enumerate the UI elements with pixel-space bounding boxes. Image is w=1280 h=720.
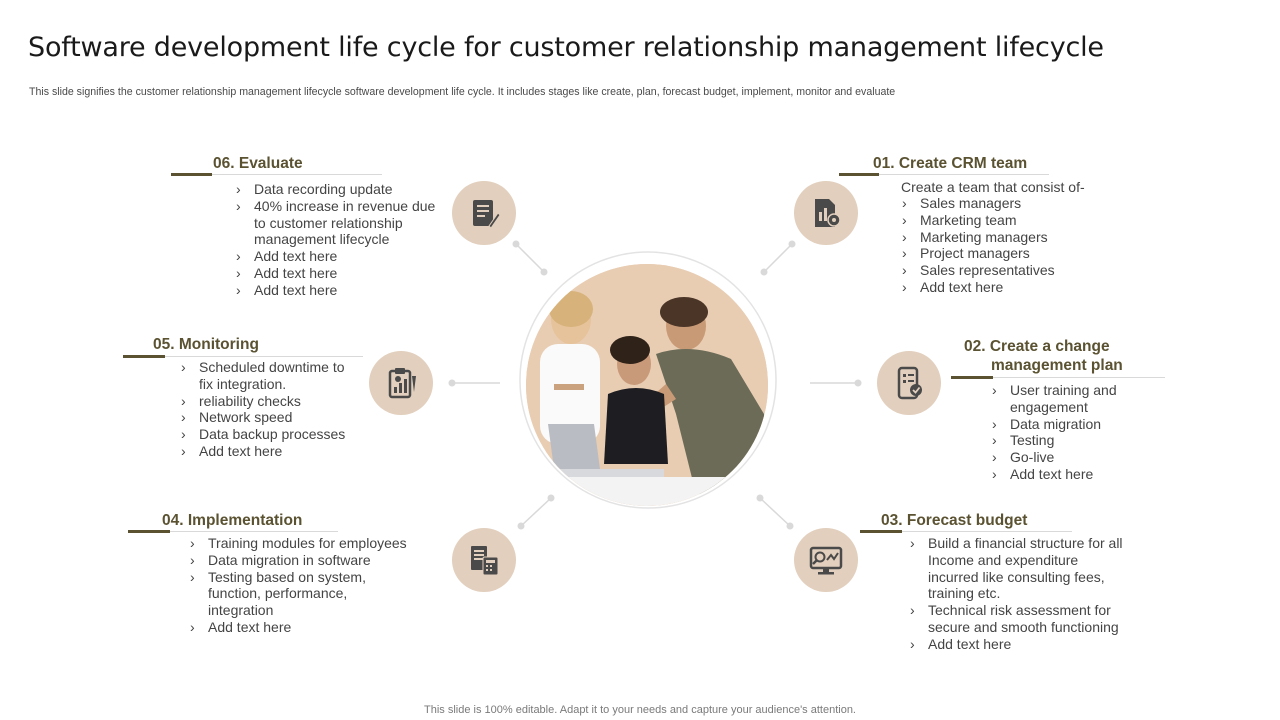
spoke-03 — [759, 497, 791, 527]
stage-06-divider — [212, 174, 382, 175]
stage-05-list: Scheduled downtime to fix integration. r… — [179, 359, 359, 460]
stage-02-heading: 02. Create a change management plan — [964, 337, 1123, 375]
stage-02-accent-line — [951, 376, 993, 379]
slide-footer-note: This slide is 100% editable. Adapt it to… — [424, 704, 856, 716]
stage-01-accent-line — [839, 173, 879, 176]
stage-01-list: Sales managers Marketing team Marketing … — [900, 195, 1100, 296]
report-pen-icon — [452, 181, 516, 245]
list-item: Add text here — [234, 248, 449, 265]
stage-05-divider — [165, 356, 363, 357]
list-item: Data backup processes — [179, 426, 359, 443]
stage-01-divider — [879, 174, 1049, 175]
list-item: Data recording update — [234, 181, 449, 198]
stage-06-accent-line — [171, 173, 212, 176]
spoke-04 — [520, 497, 552, 527]
stage-02-list: User training and engagement Data migrat… — [990, 382, 1150, 483]
list-item: Marketing managers — [900, 229, 1100, 246]
list-item: Add text here — [188, 619, 428, 636]
spoke-dot — [512, 240, 520, 248]
list-item: Data migration — [990, 416, 1150, 433]
list-item: Sales managers — [900, 195, 1100, 212]
spoke-dot — [788, 240, 796, 248]
list-item: Go-live — [990, 449, 1150, 466]
stage-05-heading: 05. Monitoring — [153, 336, 259, 353]
stage-03-accent-line — [860, 530, 902, 533]
spoke-dot — [786, 522, 794, 530]
stage-02-heading-line1: 02. Create a change — [964, 338, 1110, 355]
spoke-dot — [760, 268, 768, 276]
list-item: Technical risk assessment for secure and… — [908, 602, 1123, 636]
list-item: Build a financial structure for all Inco… — [908, 535, 1123, 602]
spoke-dot — [517, 522, 525, 530]
list-item: Training modules for employees — [188, 535, 428, 552]
monitor-analytics-icon — [794, 528, 858, 592]
list-item: Add text here — [908, 636, 1123, 653]
stage-03-heading: 03. Forecast budget — [881, 512, 1028, 529]
slide-subtitle: This slide signifies the customer relati… — [29, 86, 896, 98]
spoke-06 — [515, 243, 545, 273]
mobile-checklist-icon — [877, 351, 941, 415]
list-item: Marketing team — [900, 212, 1100, 229]
stage-04-heading: 04. Implementation — [162, 512, 303, 529]
list-item: Scheduled downtime to fix integration. — [179, 359, 359, 393]
stage-05-accent-line — [123, 355, 165, 358]
list-item: 40% increase in revenue due to customer … — [234, 198, 449, 248]
stage-04-list: Training modules for employees Data migr… — [188, 535, 428, 636]
stage-04-divider — [170, 531, 338, 532]
stage-02-divider — [993, 377, 1165, 378]
list-item: Add text here — [990, 466, 1150, 483]
stage-03-list: Build a financial structure for all Inco… — [908, 535, 1123, 653]
list-item: reliability checks — [179, 393, 359, 410]
list-item: Add text here — [234, 282, 449, 299]
list-item: Project managers — [900, 245, 1100, 262]
list-item: Network speed — [179, 409, 359, 426]
stage-04-accent-line — [128, 530, 170, 533]
list-item: Add text here — [179, 443, 359, 460]
stage-02-heading-line2: management plan — [991, 357, 1123, 374]
stage-01-heading: 01. Create CRM team — [873, 155, 1028, 172]
spoke-01 — [763, 243, 793, 273]
list-item: Testing — [990, 432, 1150, 449]
spoke-dot — [854, 379, 862, 387]
team-working-at-laptop-photo — [526, 264, 768, 506]
outer-ring — [519, 251, 777, 509]
spoke-dot — [448, 379, 456, 387]
list-item: Sales representatives — [900, 262, 1100, 279]
list-item: Add text here — [900, 279, 1100, 296]
document-gear-icon — [794, 181, 858, 245]
stage-06-heading: 06. Evaluate — [213, 155, 303, 172]
stage-06-list: Data recording update 40% increase in re… — [234, 181, 449, 299]
spoke-dot — [547, 494, 555, 502]
list-item: User training and engagement — [990, 382, 1150, 416]
stage-01-intro: Create a team that consist of- — [901, 179, 1085, 195]
list-item: Add text here — [234, 265, 449, 282]
calculator-documents-icon — [452, 528, 516, 592]
slide-title: Software development life cycle for cust… — [28, 32, 1104, 63]
list-item: Data migration in software — [188, 552, 428, 569]
spoke-dot — [540, 268, 548, 276]
spoke-dot — [756, 494, 764, 502]
stage-03-divider — [902, 531, 1072, 532]
clipboard-chart-icon — [369, 351, 433, 415]
list-item: Testing based on system, function, perfo… — [188, 569, 368, 619]
